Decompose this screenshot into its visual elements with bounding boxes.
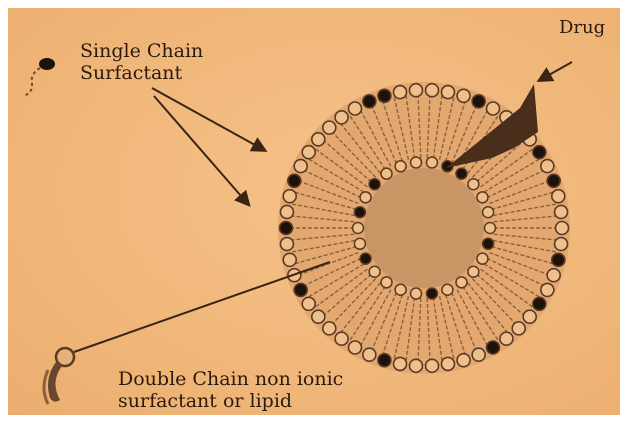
- outer-head-group: [472, 95, 485, 108]
- outer-head-group: [555, 238, 568, 251]
- inner-head-group: [411, 288, 422, 299]
- outer-head-group: [378, 89, 391, 102]
- pointer-line-double: [74, 262, 330, 352]
- inner-head-group: [456, 168, 467, 179]
- outer-head-group: [441, 357, 454, 370]
- outer-head-group: [335, 111, 348, 124]
- inner-head-group: [354, 207, 365, 218]
- outer-head-group: [378, 354, 391, 367]
- outer-head-group: [457, 354, 470, 367]
- double-chain-label-line1: Double Chain non ionic: [118, 368, 343, 390]
- outer-head-group: [512, 322, 525, 335]
- outer-head-group: [541, 160, 554, 173]
- inner-head-group: [381, 168, 392, 179]
- outer-head-group: [500, 332, 513, 345]
- outer-head-group: [280, 205, 293, 218]
- aqueous-core: [364, 168, 484, 288]
- outer-head-group: [547, 269, 560, 282]
- inner-head-group: [456, 277, 467, 288]
- outer-head-group: [409, 359, 422, 372]
- outer-head-group: [523, 310, 536, 323]
- outer-head-group: [394, 86, 407, 99]
- outer-head-group: [487, 341, 500, 354]
- inner-head-group: [483, 238, 494, 249]
- drug-label: Drug: [559, 17, 605, 39]
- outer-head-group: [335, 332, 348, 345]
- outer-head-group: [363, 95, 376, 108]
- outer-head-group: [394, 357, 407, 370]
- inner-head-group: [477, 253, 488, 264]
- inner-head-group: [395, 161, 406, 172]
- outer-head-group: [426, 84, 439, 97]
- inner-head-group: [360, 192, 371, 203]
- inner-head-group: [468, 179, 479, 190]
- outer-head-group: [552, 253, 565, 266]
- inner-head-group: [442, 284, 453, 295]
- inner-head-group: [381, 277, 392, 288]
- outer-head-group: [349, 102, 362, 115]
- inner-head-group: [483, 207, 494, 218]
- inner-head-group: [426, 157, 437, 168]
- outer-head-group: [283, 253, 296, 266]
- outer-head-group: [541, 283, 554, 296]
- inner-head-group: [485, 223, 496, 234]
- inner-head-group: [477, 192, 488, 203]
- outer-head-group: [294, 283, 307, 296]
- outer-head-group: [426, 359, 439, 372]
- inner-head-group: [426, 288, 437, 299]
- outer-head-group: [349, 341, 362, 354]
- outer-head-group: [547, 174, 560, 187]
- outer-head-group: [312, 133, 325, 146]
- outer-head-group: [323, 322, 336, 335]
- outer-head-group: [533, 297, 546, 310]
- inner-head-group: [353, 223, 364, 234]
- single-chain-label-line1: Single Chain: [80, 40, 203, 62]
- outer-head-group: [312, 310, 325, 323]
- outer-head-group: [533, 146, 546, 159]
- outer-head-group: [556, 222, 569, 235]
- outer-head-group: [294, 160, 307, 173]
- inner-head-group: [369, 266, 380, 277]
- double-chain-lipid-icon: [44, 348, 74, 404]
- outer-head-group: [283, 190, 296, 203]
- inner-head-group: [411, 157, 422, 168]
- outer-head-group: [302, 146, 315, 159]
- outer-head-group: [323, 121, 336, 134]
- outer-head-group: [302, 297, 315, 310]
- pointer-arrow-drug: [540, 62, 572, 80]
- inner-head-group: [354, 238, 365, 249]
- outer-head-group: [555, 205, 568, 218]
- outer-head-group: [487, 102, 500, 115]
- double-chain-label-line2: surfactant or lipid: [118, 390, 343, 412]
- outer-head-group: [457, 89, 470, 102]
- single-chain-surfactant-label: Single Chain Surfactant: [80, 40, 203, 84]
- outer-head-group: [280, 222, 293, 235]
- inner-head-group: [468, 266, 479, 277]
- inner-head-group: [369, 179, 380, 190]
- outer-head-group: [441, 86, 454, 99]
- outer-head-group: [280, 238, 293, 251]
- outer-head-group: [472, 348, 485, 361]
- pointer-arrow-single-lower: [154, 96, 248, 204]
- outer-head-group: [363, 348, 376, 361]
- double-chain-lipid-label: Double Chain non ionic surfactant or lip…: [118, 368, 343, 412]
- outer-head-group: [552, 190, 565, 203]
- single-chain-label-line2: Surfactant: [80, 62, 203, 84]
- inner-head-group: [395, 284, 406, 295]
- single-chain-surfactant-icon: [24, 58, 55, 96]
- outer-head-group: [409, 84, 422, 97]
- pointer-arrow-single-upper: [152, 88, 264, 150]
- outer-head-group: [288, 174, 301, 187]
- inner-head-group: [360, 253, 371, 264]
